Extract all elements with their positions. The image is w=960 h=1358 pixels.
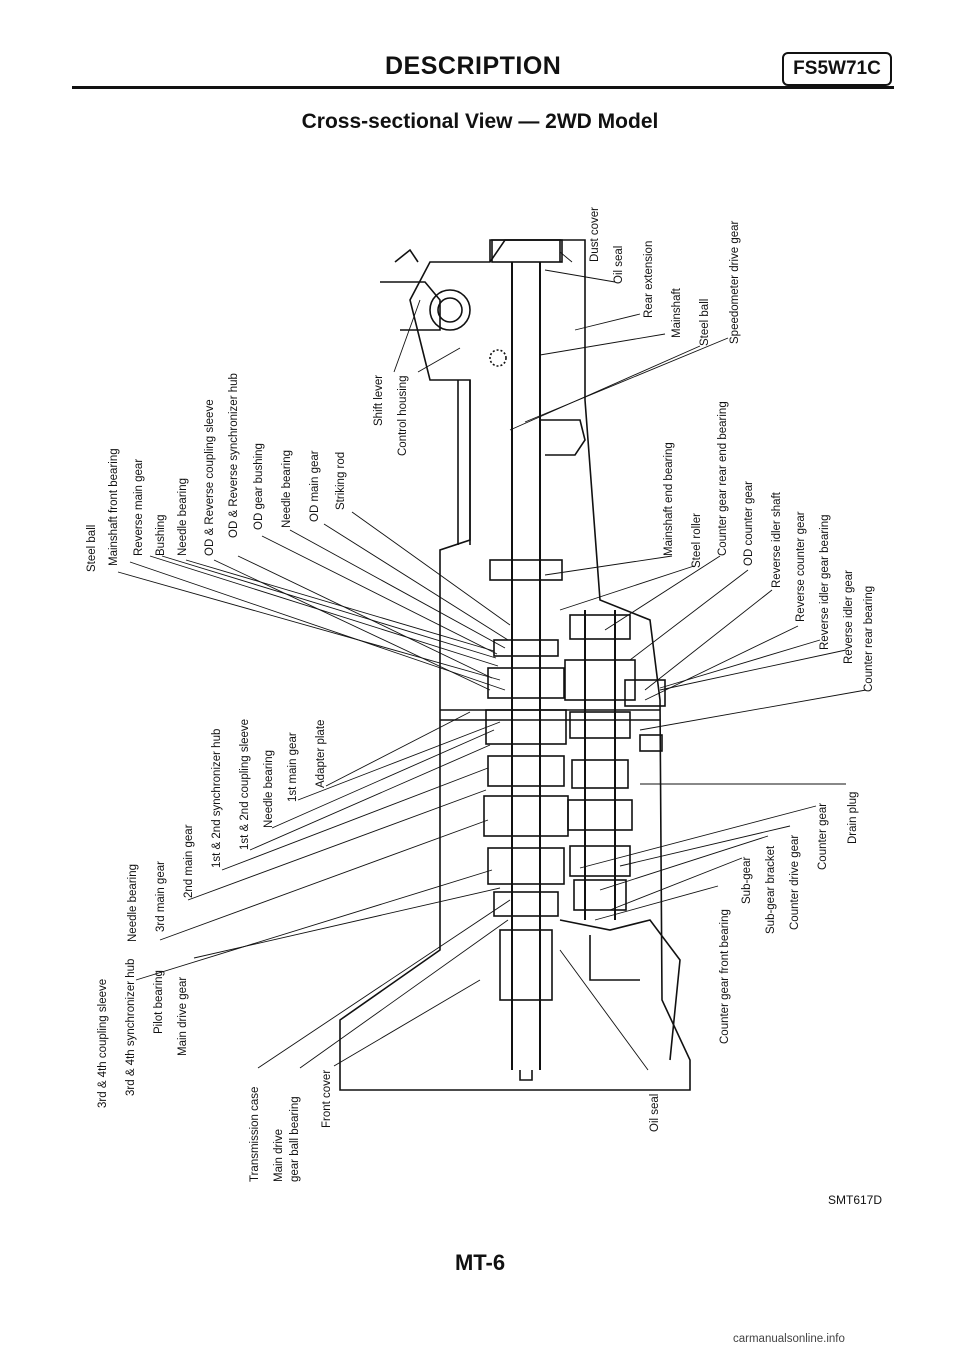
label-shift-lever: Shift lever <box>373 375 385 426</box>
label-striking-rod: Striking rod <box>335 452 347 510</box>
label-dust-cover: Dust cover <box>589 207 601 262</box>
label-reverse-counter-gear: Reverse counter gear <box>795 511 807 622</box>
label-reverse-idler-shaft: Reverse idler shaft <box>771 491 783 588</box>
label-counter-gear-rear-end-bearing: Counter gear rear end bearing <box>717 401 729 556</box>
page-number: MT-6 <box>454 1250 506 1275</box>
label-od-counter-gear: OD counter gear <box>743 481 755 566</box>
label-reverse-idler-gear-bearing: Reverse idler gear bearing <box>819 514 831 650</box>
label-3rd-4th-coupling-sleeve: 3rd & 4th coupling sleeve <box>97 979 109 1108</box>
label-reverse-idler-gear: Reverse idler gear <box>843 570 855 664</box>
label-needle-bearing-3rd: Needle bearing <box>127 864 139 942</box>
label-front-cover: Front cover <box>321 1070 333 1128</box>
label-counter-drive-gear: Counter drive gear <box>789 835 801 930</box>
label-od-reverse-synchronizer-hub: OD & Reverse synchronizer hub <box>228 373 240 538</box>
header-divider <box>72 86 894 89</box>
label-1st-main-gear: 1st main gear <box>287 732 299 802</box>
label-2nd-main-gear: 2nd main gear <box>183 824 195 898</box>
label-needle-bearing-upper: Needle bearing <box>177 478 189 556</box>
label-needle-bearing-1st: Needle bearing <box>263 750 275 828</box>
label-rear-extension: Rear extension <box>643 241 655 318</box>
label-1st-2nd-synchronizer-hub: 1st & 2nd synchronizer hub <box>211 729 223 868</box>
label-main-drive-gear: Main drive gear <box>177 977 189 1056</box>
label-speedometer-drive-gear: Speedometer drive gear <box>729 220 741 344</box>
model-code-badge: FS5W71C <box>782 52 892 86</box>
label-oil-seal-rear: Oil seal <box>613 246 625 284</box>
label-reverse-main-gear: Reverse main gear <box>133 459 145 556</box>
label-needle-bearing-od: Needle bearing <box>281 450 293 528</box>
label-steel-ball-front: Steel ball <box>86 525 98 572</box>
label-control-housing: Control housing <box>397 375 409 456</box>
label-3rd-main-gear: 3rd main gear <box>155 861 167 932</box>
transmission-drawing <box>339 239 691 1091</box>
label-mainshaft-end-bearing: Mainshaft end bearing <box>663 442 675 556</box>
label-od-gear-bushing: OD gear bushing <box>253 443 265 530</box>
callout-labels: 3rd & 4th coupling sleeve 3rd & 4th sync… <box>86 207 875 1182</box>
label-bushing: Bushing <box>155 514 167 556</box>
label-3rd-4th-synchronizer-hub: 3rd & 4th synchronizer hub <box>125 959 137 1096</box>
label-steel-roller: Steel roller <box>691 513 703 568</box>
label-oil-seal-front: Oil seal <box>649 1094 661 1132</box>
watermark: carmanualsonline.info <box>733 1333 845 1345</box>
label-pilot-bearing: Pilot bearing <box>153 970 165 1034</box>
label-counter-gear: Counter gear <box>817 803 829 870</box>
label-drain-plug: Drain plug <box>847 792 859 844</box>
label-steel-ball-rear: Steel ball <box>699 299 711 346</box>
leader-lines <box>117 251 867 1071</box>
label-mainshaft-front-bearing: Mainshaft front bearing <box>108 448 120 566</box>
section-title: DESCRIPTION <box>385 52 562 80</box>
figure-reference-code: SMT617D <box>828 1193 883 1207</box>
label-transmission-case: Transmission case <box>249 1087 261 1182</box>
label-od-reverse-coupling-sleeve: OD & Reverse coupling sleeve <box>204 399 216 556</box>
label-counter-gear-front-bearing: Counter gear front bearing <box>719 909 731 1044</box>
label-mainshaft: Mainshaft <box>671 287 683 338</box>
label-sub-gear: Sub-gear <box>741 857 753 904</box>
label-adapter-plate: Adapter plate <box>315 720 327 788</box>
label-gear-ball-bearing: gear ball bearing <box>289 1096 301 1182</box>
label-od-main-gear: OD main gear <box>309 450 321 522</box>
label-counter-rear-bearing: Counter rear bearing <box>863 586 875 692</box>
label-1st-2nd-coupling-sleeve: 1st & 2nd coupling sleeve <box>239 719 251 850</box>
label-main-drive: Main drive <box>273 1129 285 1182</box>
page-title: Cross-sectional View — 2WD Model <box>301 110 659 133</box>
label-sub-gear-bracket: Sub-gear bracket <box>765 845 777 934</box>
